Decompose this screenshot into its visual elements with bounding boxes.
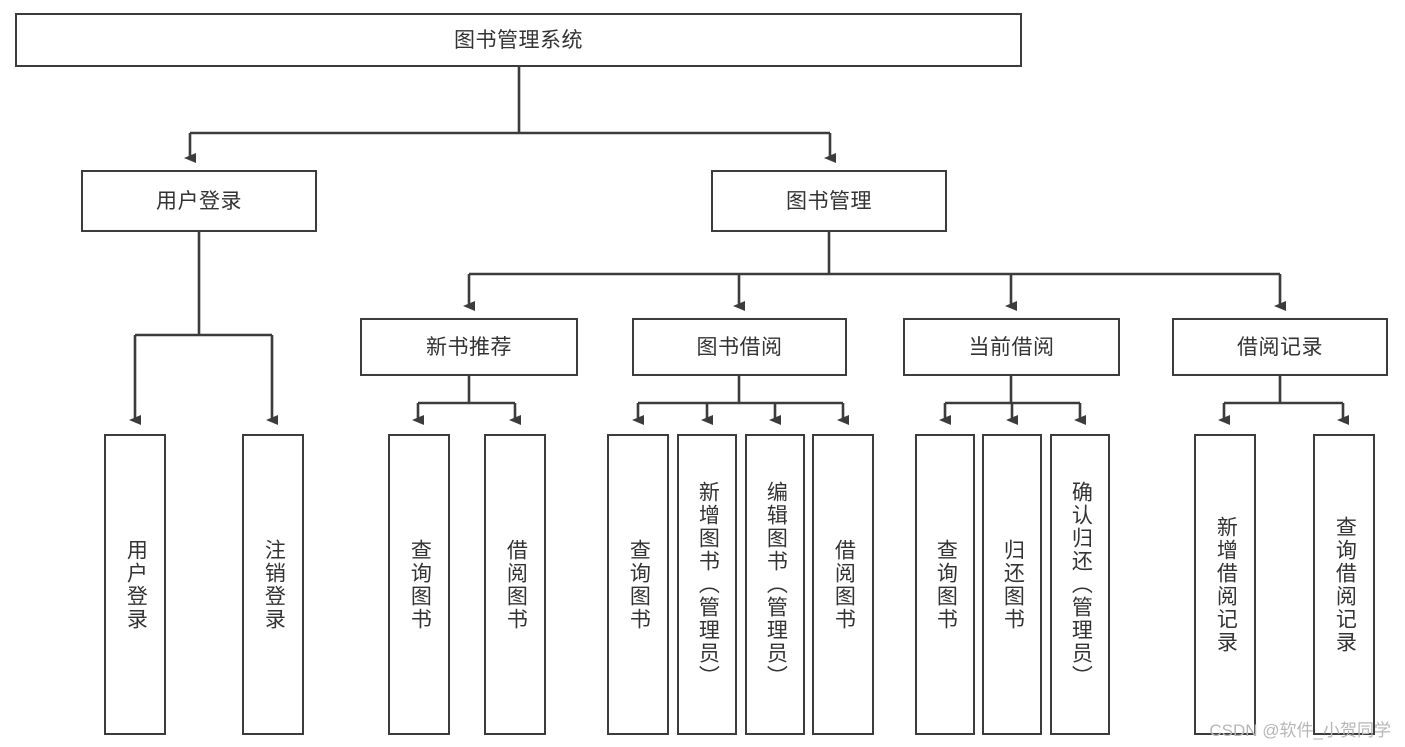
node-leaf-edit-book-label: 编辑图书（管理员） bbox=[764, 481, 788, 688]
node-leaf-borrow-book-1-label: 借阅图书 bbox=[504, 538, 528, 631]
node-current-borrow-label: 当前借阅 bbox=[968, 335, 1055, 359]
node-leaf-query-record-label: 查询借阅记录 bbox=[1333, 515, 1357, 654]
node-leaf-add-book-label: 新增图书（管理员） bbox=[696, 481, 720, 688]
node-book-borrow[interactable]: 图书借阅 bbox=[632, 318, 847, 376]
node-leaf-add-record-label: 新增借阅记录 bbox=[1214, 515, 1238, 654]
node-leaf-query-book-3[interactable]: 查询图书 bbox=[915, 434, 975, 735]
node-book-manage-label: 图书管理 bbox=[786, 189, 872, 213]
node-leaf-query-book-1[interactable]: 查询图书 bbox=[388, 434, 450, 735]
node-leaf-add-book[interactable]: 新增图书（管理员） bbox=[677, 434, 737, 735]
node-user-login-label: 用户登录 bbox=[156, 189, 242, 213]
node-leaf-query-book-1-label: 查询图书 bbox=[408, 538, 432, 631]
node-leaf-add-record[interactable]: 新增借阅记录 bbox=[1194, 434, 1256, 735]
node-leaf-return-book[interactable]: 归还图书 bbox=[982, 434, 1042, 735]
node-leaf-query-book-3-label: 查询图书 bbox=[934, 538, 958, 631]
node-book-manage[interactable]: 图书管理 bbox=[711, 170, 947, 232]
node-new-book-recommend[interactable]: 新书推荐 bbox=[360, 318, 578, 376]
node-current-borrow[interactable]: 当前借阅 bbox=[903, 318, 1120, 376]
node-leaf-borrow-book-1[interactable]: 借阅图书 bbox=[484, 434, 546, 735]
node-leaf-logout-login[interactable]: 注销登录 bbox=[242, 434, 304, 735]
node-leaf-user-login-label: 用户登录 bbox=[124, 538, 148, 631]
node-leaf-confirm-return-label: 确认归还（管理员） bbox=[1069, 481, 1093, 688]
node-leaf-query-book-2[interactable]: 查询图书 bbox=[607, 434, 669, 735]
node-borrow-record[interactable]: 借阅记录 bbox=[1172, 318, 1388, 376]
node-user-login[interactable]: 用户登录 bbox=[81, 170, 317, 232]
node-leaf-query-book-2-label: 查询图书 bbox=[627, 538, 651, 631]
node-root-label: 图书管理系统 bbox=[454, 28, 583, 52]
node-book-borrow-label: 图书借阅 bbox=[696, 335, 783, 359]
node-root[interactable]: 图书管理系统 bbox=[15, 13, 1022, 67]
node-leaf-confirm-return[interactable]: 确认归还（管理员） bbox=[1050, 434, 1110, 735]
node-leaf-query-record[interactable]: 查询借阅记录 bbox=[1313, 434, 1375, 735]
watermark-text: CSDN @软件_小贺同学 bbox=[1209, 721, 1391, 740]
node-leaf-user-login[interactable]: 用户登录 bbox=[104, 434, 166, 735]
node-borrow-record-label: 借阅记录 bbox=[1237, 335, 1323, 359]
node-leaf-edit-book[interactable]: 编辑图书（管理员） bbox=[745, 434, 805, 735]
node-new-book-recommend-label: 新书推荐 bbox=[426, 335, 512, 359]
node-leaf-borrow-book-2[interactable]: 借阅图书 bbox=[812, 434, 874, 735]
node-leaf-borrow-book-2-label: 借阅图书 bbox=[832, 538, 856, 631]
node-leaf-logout-login-label: 注销登录 bbox=[262, 538, 286, 631]
node-leaf-return-book-label: 归还图书 bbox=[1001, 538, 1025, 631]
